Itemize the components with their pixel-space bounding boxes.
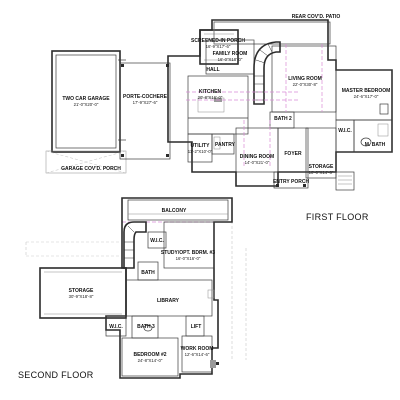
label-screened-porch: SCREENED-IN PORCH (191, 38, 245, 44)
label-work-room: WORK ROOM (181, 346, 214, 352)
porte-cochere (119, 62, 171, 160)
label-lift: LIFT (191, 324, 202, 330)
label-storage-second: STORAGE (69, 288, 94, 294)
label-entry-porch: ENTRY PORCH (273, 179, 310, 185)
dim-porte-cochere: 17'-9"X27'-6" (133, 100, 158, 105)
roof-outline-dashes (25, 206, 247, 360)
dim-kitchen: 20'-8"X16'-0" (198, 95, 223, 100)
label-wic-upper: W.I.C. (150, 238, 164, 244)
label-kitchen: KITCHEN (199, 89, 222, 95)
label-library: LIBRARY (157, 298, 180, 304)
label-wic-lower: W.I.C. (109, 324, 123, 330)
dim-study: 16'-0"X16'-0" (176, 256, 201, 261)
label-pantry: PANTRY (215, 142, 236, 148)
second-floor-plan: BALCONY STUDY/OPT. BDRM. #3 16'-0"X16'-0… (18, 197, 247, 380)
dim-master-bedroom: 24'-6"X17'-0" (354, 94, 379, 99)
dim-bedroom-2: 24'-8"X14'-0" (138, 358, 163, 363)
label-bath-3: BATH 3 (137, 324, 155, 330)
label-foyer: FOYER (284, 151, 302, 157)
first-floor-plan: REAR COV'D. PATIO SCREENED-IN PORCH 16'-… (45, 14, 393, 222)
dim-family-room: 16'-0"X18'-0" (218, 57, 243, 62)
label-master-bedroom: MASTER BEDROOM (342, 88, 391, 94)
label-family-room: FAMILY ROOM (213, 51, 248, 57)
main-house-walls (167, 19, 393, 191)
label-balcony: BALCONY (162, 208, 187, 214)
label-master-bath: M. BATH (365, 142, 386, 148)
dim-two-car-garage: 21'-0"X20'-0" (74, 102, 99, 107)
label-bath-2: BATH 2 (274, 116, 292, 122)
dim-storage-second: 30'-9"X18'-8" (69, 294, 94, 299)
label-storage-first: STORAGE (309, 164, 334, 170)
ceiling-beam-lines (186, 44, 323, 166)
dim-living-room: 22'-0"X30'-8" (293, 82, 318, 87)
dim-screened-porch: 16'-9"X17'-6" (206, 44, 231, 49)
label-wic: W.I.C. (338, 128, 352, 134)
label-porte-cochere: PORTE-COCHERE (123, 94, 168, 100)
upper-spiral-staircase (123, 221, 147, 269)
dim-storage-first: 10'-0"X14'-6" (309, 170, 334, 175)
dim-dining-room: 14'-0"X21'-0" (245, 160, 270, 165)
label-hall: HALL (206, 67, 219, 73)
dim-utility: 11'-2"X10'-0" (188, 149, 213, 154)
label-garage-porch: GARAGE COV'D. PORCH (61, 166, 121, 172)
second-floor-walls (105, 197, 233, 379)
dim-work-room: 12'-6"X14'-6" (185, 352, 210, 357)
label-living-room: LIVING ROOM (288, 76, 322, 82)
label-dining-room: DINING ROOM (240, 154, 274, 160)
label-two-car-garage: TWO CAR GARAGE (62, 96, 110, 102)
first-floor-title: FIRST FLOOR (306, 212, 369, 222)
label-utility: UTILITY (191, 143, 211, 149)
garage-block (45, 50, 127, 174)
second-floor-title: SECOND FLOOR (18, 370, 94, 380)
label-study: STUDY/OPT. BDRM. #3 (161, 250, 215, 256)
label-bath-upper: BATH (141, 270, 155, 276)
spiral-staircase (253, 41, 281, 105)
label-rear-patio: REAR COV'D. PATIO (292, 14, 341, 20)
label-bedroom-2: BEDROOM #2 (133, 352, 166, 358)
